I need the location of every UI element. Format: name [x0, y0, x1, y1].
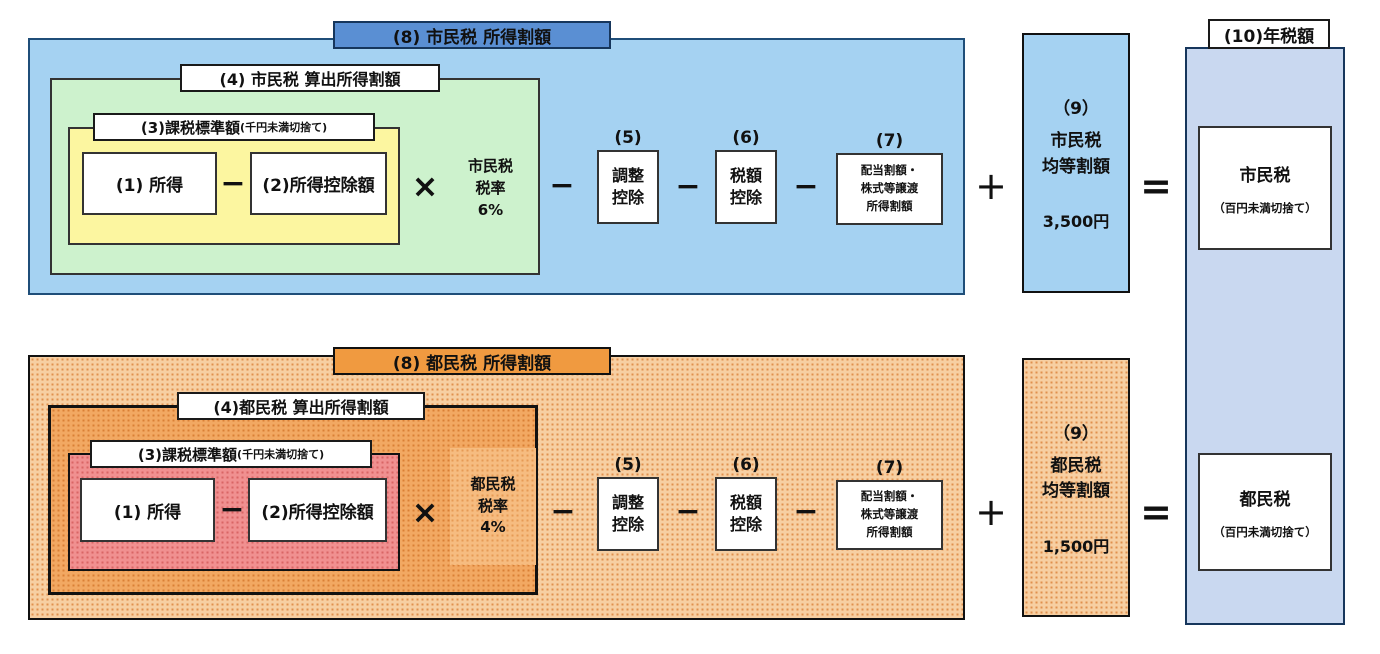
annual-metropolitan-result-note: （百円未満切捨て） — [1213, 524, 1317, 539]
metropolitan-base-title-badge: (3)課税標準額(千円未満切捨て) — [90, 440, 372, 468]
minus-operator: − — [550, 494, 576, 529]
municipal-adjustment-credit-step: (5) 調整 控除 — [597, 118, 659, 224]
minus-operator: − — [549, 168, 575, 203]
metropolitan-calc-title-badge: (4)都民税 算出所得割額 — [177, 392, 425, 420]
per-capita-number: （9） — [1053, 99, 1099, 119]
metropolitan-deduction-label: (2)所得控除額 — [261, 502, 374, 523]
annual-metropolitan-result-box: 都民税 （百円未満切捨て） — [1198, 453, 1332, 571]
minus-operator: − — [675, 169, 701, 204]
municipal-calc-title-badge: (4) 市民税 算出所得割額 — [180, 64, 440, 92]
metropolitan-income-box: (1) 所得 — [80, 478, 215, 542]
minus-operator: − — [219, 492, 245, 527]
minus-operator: − — [793, 169, 819, 204]
annual-tax-title-badge: (10)年税額 — [1208, 19, 1330, 49]
step-number: (7) — [875, 131, 904, 151]
metropolitan-dividend-levy-box: 配当割額・ 株式等譲渡 所得割額 — [836, 480, 943, 550]
metropolitan-base-title: (3)課税標準額 — [137, 445, 238, 464]
municipal-deduction-box: (2)所得控除額 — [250, 152, 387, 215]
minus-operator: − — [220, 166, 246, 201]
municipal-per-capita-amount: 3,500円 — [1042, 212, 1110, 231]
municipal-calc-title: (4) 市民税 算出所得割額 — [219, 70, 401, 89]
municipal-adjustment-credit-box: 調整 控除 — [597, 150, 659, 224]
equals-operator: = — [1140, 490, 1172, 534]
metropolitan-tax-credit-box: 税額 控除 — [715, 477, 777, 551]
municipal-income-box: (1) 所得 — [82, 152, 217, 215]
metropolitan-section-title: (8) 都民税 所得割額 — [392, 353, 552, 374]
step-number: (5) — [614, 128, 642, 148]
metropolitan-tax-credit-step: (6) 税額 控除 — [715, 445, 777, 551]
metropolitan-section-title-badge: (8) 都民税 所得割額 — [333, 347, 611, 375]
metropolitan-rate-box: 都民税 税率 4% — [450, 448, 536, 565]
municipal-dividend-levy-box: 配当割額・ 株式等譲渡 所得割額 — [836, 153, 943, 225]
multiply-operator: × — [411, 167, 439, 205]
step-number: (6) — [732, 128, 760, 148]
metropolitan-base-note: (千円未満切捨て) — [237, 448, 325, 461]
metropolitan-income-label: (1) 所得 — [113, 502, 182, 523]
step-number: (7) — [875, 458, 904, 478]
plus-operator: + — [975, 490, 1007, 534]
municipal-section-title: (8) 市民税 所得割額 — [392, 27, 552, 48]
municipal-base-title: (3)課税標準額 — [140, 118, 241, 137]
step-number: (5) — [614, 455, 642, 475]
metropolitan-per-capita-amount: 1,500円 — [1042, 536, 1110, 556]
multiply-operator: × — [411, 493, 439, 531]
annual-tax-title: (10)年税額 — [1223, 26, 1315, 47]
municipal-tax-credit-box: 税額 控除 — [715, 150, 777, 224]
metropolitan-calc-title: (4)都民税 算出所得割額 — [213, 398, 389, 417]
annual-municipal-result-note: （百円未満切捨て） — [1213, 200, 1317, 215]
metropolitan-per-capita-name: 都民税 均等割額 — [1042, 455, 1110, 502]
municipal-dividend-levy-step: (7) 配当割額・ 株式等譲渡 所得割額 — [836, 121, 943, 225]
municipal-section-title-badge: (8) 市民税 所得割額 — [333, 21, 611, 49]
municipal-deduction-label: (2)所得控除額 — [262, 176, 375, 196]
annual-municipal-result-name: 市民税 — [1239, 165, 1291, 186]
metropolitan-per-capita-box: （9） 都民税 均等割額 1,500円 — [1022, 358, 1130, 617]
metropolitan-adjustment-credit-box: 調整 控除 — [597, 477, 659, 551]
annual-metropolitan-result-name: 都民税 — [1239, 489, 1291, 510]
step-number: (6) — [732, 455, 760, 475]
municipal-per-capita-name: 市民税 均等割額 — [1042, 131, 1110, 177]
municipal-base-note: (千円未満切捨て) — [240, 121, 328, 134]
metropolitan-deduction-box: (2)所得控除額 — [248, 478, 387, 542]
annual-municipal-result-box: 市民税 （百円未満切捨て） — [1198, 126, 1332, 250]
municipal-tax-credit-step: (6) 税額 控除 — [715, 118, 777, 224]
minus-operator: − — [675, 494, 701, 529]
municipal-per-capita-box: （9） 市民税 均等割額 3,500円 — [1022, 33, 1130, 293]
municipal-income-label: (1) 所得 — [115, 176, 184, 196]
plus-operator: + — [975, 164, 1007, 208]
minus-operator: − — [793, 494, 819, 529]
per-capita-number: （9） — [1053, 423, 1099, 444]
municipal-base-title-badge: (3)課税標準額(千円未満切捨て) — [93, 113, 375, 141]
metropolitan-adjustment-credit-step: (5) 調整 控除 — [597, 445, 659, 551]
municipal-rate-label: 市民税 税率 6% — [467, 157, 513, 219]
equals-operator: = — [1140, 164, 1172, 208]
metropolitan-dividend-levy-step: (7) 配当割額・ 株式等譲渡 所得割額 — [836, 448, 943, 550]
